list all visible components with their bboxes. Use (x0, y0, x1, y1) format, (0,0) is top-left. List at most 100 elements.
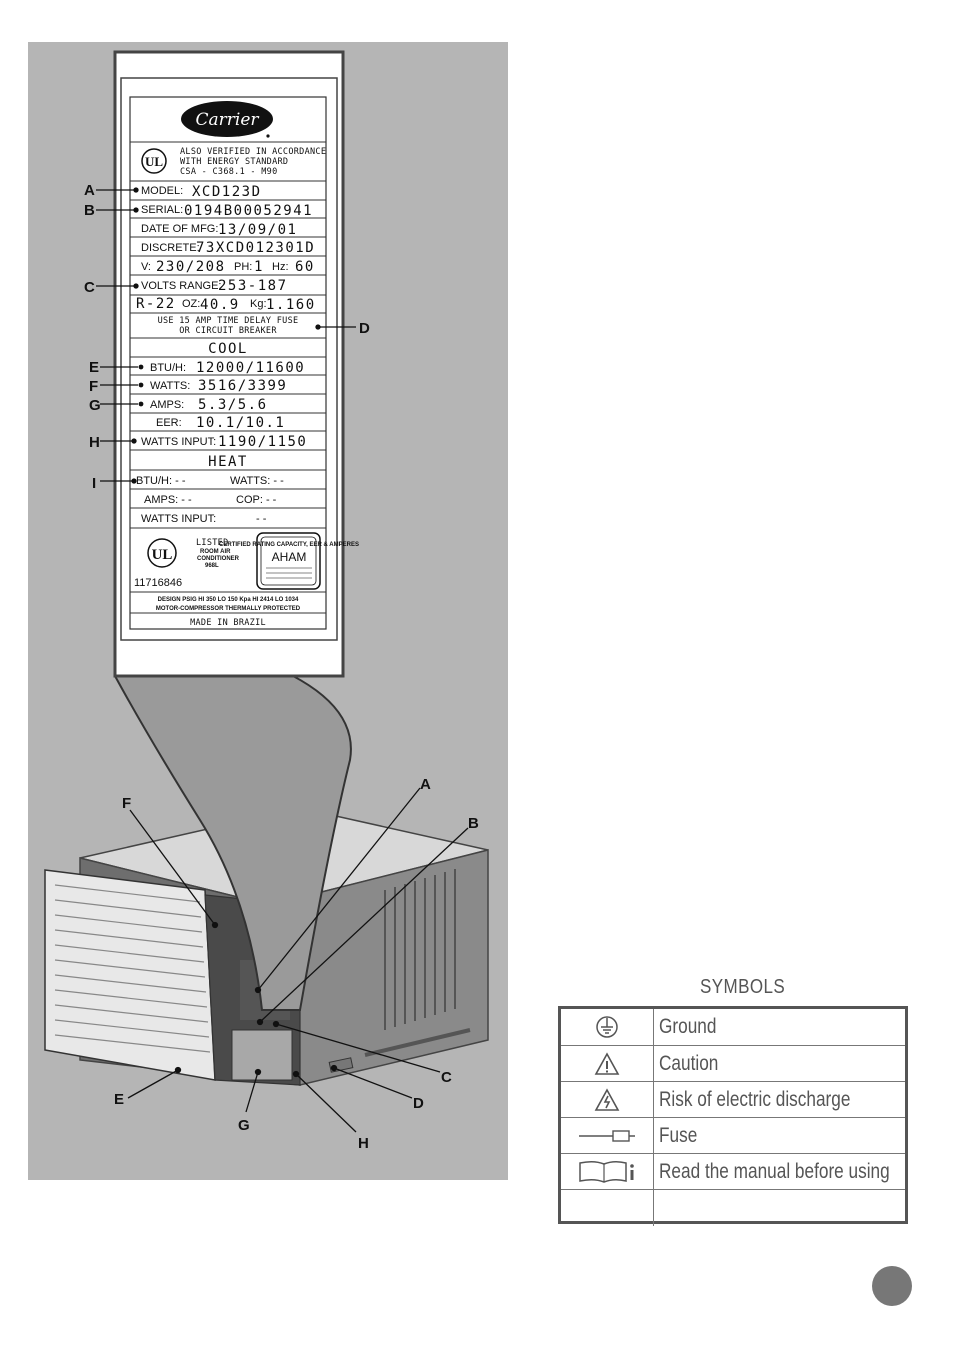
discrete-key: DISCRETE: (141, 242, 200, 254)
callout-funnel (113, 660, 352, 1011)
callout-e-unit: E (114, 1091, 124, 1108)
hertz-key: Hz: (272, 261, 289, 273)
fuse-icon (561, 1118, 653, 1154)
listed-line-4: 968L (205, 563, 219, 569)
ul-logo-icon (141, 148, 167, 174)
symbol-label-caution: Caution (659, 1052, 719, 1075)
brand-name: Carrier (195, 110, 259, 130)
design-line-2: MOTOR-COMPRESSOR THERMALLY PROTECTED (156, 606, 301, 612)
symbol-row-fuse: Fuse (561, 1117, 905, 1154)
callout-b-plate: B (84, 202, 95, 219)
verify-line-2: WITH ENERGY STANDARD (180, 157, 288, 167)
callout-f-plate: F (89, 378, 98, 395)
ground-icon (561, 1009, 653, 1045)
heat-watts-input-value: - - (256, 513, 267, 525)
amps-value: 5.3/5.6 (198, 397, 268, 413)
listed-line-2: ROOM AIR (200, 549, 231, 555)
carrier-logo (181, 101, 273, 137)
aham-seal (256, 532, 321, 590)
amps-key: AMPS: (150, 399, 184, 411)
phase-key: PH: (234, 261, 252, 273)
symbol-row-ground: Ground (561, 1009, 905, 1045)
date-key: DATE OF MFG: (141, 223, 218, 235)
refrigerant-label: R-22 (136, 296, 176, 312)
btu-key: BTU/H: (150, 362, 186, 374)
symbol-label-electric: Risk of electric discharge (659, 1088, 851, 1111)
fuse-line-1: USE 15 AMP TIME DELAY FUSE (158, 316, 299, 326)
kg-value: 1.160 (266, 297, 316, 313)
symbol-label-ground: Ground (659, 1015, 717, 1038)
verify-line-3: CSA - C368.1 - M90 (180, 167, 278, 177)
manual-icon (561, 1154, 653, 1190)
volt-value: 230/208 (156, 259, 226, 275)
callout-b-unit: B (468, 815, 479, 832)
callout-g-plate: G (89, 397, 101, 414)
heat-header: HEAT (208, 454, 248, 470)
symbol-row-empty (561, 1189, 905, 1226)
verify-line-1: ALSO VERIFIED IN ACCORDANCE (180, 147, 326, 157)
made-in: MADE IN BRAZIL (190, 618, 266, 628)
oz-key: OZ: (182, 298, 200, 310)
listed-line-3: CONDITIONER (197, 556, 240, 562)
callout-d-plate: D (359, 320, 370, 337)
unit-callouts (127, 787, 469, 1133)
eer-key: EER: (156, 417, 182, 429)
heat-cop: COP: - - (236, 494, 277, 506)
symbol-row-caution: Caution (561, 1045, 905, 1082)
symbol-row-manual: Read the manual before using (561, 1153, 905, 1190)
symbol-label-fuse: Fuse (659, 1124, 698, 1147)
volts-range-key: VOLTS RANGE: (141, 280, 221, 292)
oz-value: 40.9 (200, 297, 240, 313)
model-key: MODEL: (141, 185, 183, 197)
date-value: 13/09/01 (218, 222, 297, 238)
symbol-row-electric: Risk of electric discharge (561, 1081, 905, 1118)
callout-e-plate: E (89, 359, 99, 376)
heat-btu: BTU/H: - - (136, 475, 186, 487)
aham-label: AHAM (272, 550, 307, 564)
callout-i-plate: I (92, 475, 96, 492)
svg-text:UL: UL (152, 547, 173, 563)
design-line-1: DESIGN PSIG HI 350 LO 150 Kpa HI 2414 LO… (158, 597, 299, 603)
svg-text:UL: UL (145, 154, 163, 169)
watts-value: 3516/3399 (198, 378, 287, 394)
model-value: XCD123D (192, 184, 262, 200)
fuse-line-2: OR CIRCUIT BREAKER (179, 326, 277, 336)
plate-callouts (96, 187, 356, 484)
aham-top: CERTIFIED RATING CAPACITY, EER & AMPERES (219, 542, 359, 548)
caution-icon (561, 1046, 653, 1082)
ul-listed-icon (147, 538, 177, 568)
serial-value: 0194B00052941 (184, 203, 313, 219)
callout-g-unit: G (238, 1117, 250, 1134)
serial-key: SERIAL: (141, 204, 183, 216)
symbol-label-manual: Read the manual before using (659, 1160, 890, 1183)
heat-watts-input-key: WATTS INPUT: (141, 513, 216, 525)
volt-key: V: (141, 261, 151, 273)
watts-key: WATTS: (150, 380, 190, 392)
discrete-value: 73XCD012301D (196, 240, 315, 256)
callout-d-unit: D (413, 1095, 424, 1112)
hertz-value: 60 (295, 259, 315, 275)
symbols-table: Ground Caution Risk of electric discharg… (558, 1006, 908, 1226)
callout-h-plate: H (89, 434, 100, 451)
volts-range-value: 253-187 (218, 278, 288, 294)
callout-h-unit: H (358, 1135, 369, 1152)
watts-input-value: 1190/1150 (218, 434, 307, 450)
callout-c-unit: C (441, 1069, 452, 1086)
symbols-title: SYMBOLS (700, 976, 786, 998)
cool-header: COOL (208, 341, 248, 357)
listed-line-1: LISTED (196, 538, 229, 548)
page-number-dot (872, 1266, 912, 1306)
heat-watts: WATTS: - - (230, 475, 284, 487)
ul-number: 11716846 (134, 577, 182, 589)
eer-value: 10.1/10.1 (196, 415, 285, 431)
heat-amps: AMPS: - - (144, 494, 192, 506)
btu-value: 12000/11600 (196, 360, 305, 376)
callout-f-unit: F (122, 795, 131, 812)
callout-a-plate: A (84, 182, 95, 199)
callout-a-unit: A (420, 776, 431, 793)
kg-key: Kg: (250, 298, 267, 310)
callout-c-plate: C (84, 279, 95, 296)
watts-input-key: WATTS INPUT: (141, 436, 216, 448)
electric-discharge-icon (561, 1082, 653, 1118)
